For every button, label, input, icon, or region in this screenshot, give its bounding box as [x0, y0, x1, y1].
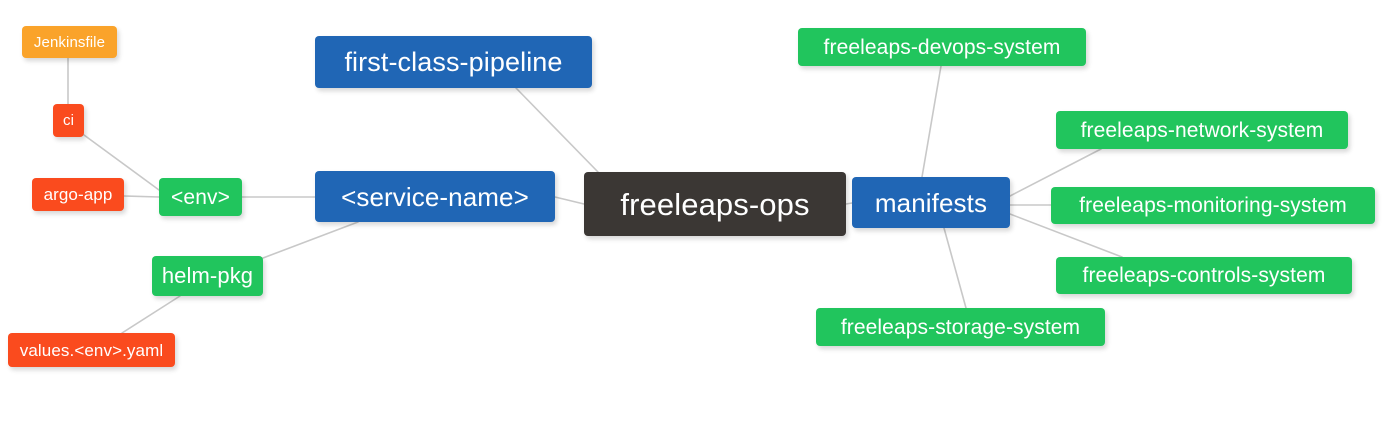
- node-service-name[interactable]: <service-name>: [315, 171, 555, 222]
- node-freeleaps-devops-system[interactable]: freeleaps-devops-system: [798, 28, 1086, 66]
- node-ci[interactable]: ci: [53, 104, 84, 137]
- edge-helm-pkg-to-values-yaml: [121, 295, 181, 334]
- edge-env-to-argo-app: [123, 195, 160, 198]
- node-freeleaps-network-system[interactable]: freeleaps-network-system: [1056, 111, 1348, 149]
- node-freeleaps-storage-system[interactable]: freeleaps-storage-system: [816, 308, 1105, 346]
- edge-manifests-to-freeleaps-storage-system: [943, 227, 967, 309]
- node-root[interactable]: freeleaps-ops: [584, 172, 846, 236]
- node-freeleaps-monitoring-system[interactable]: freeleaps-monitoring-system: [1051, 187, 1375, 224]
- node-manifests[interactable]: manifests: [852, 177, 1010, 228]
- node-helm-pkg[interactable]: helm-pkg: [152, 256, 263, 296]
- node-argo-app[interactable]: argo-app: [32, 178, 124, 211]
- node-env[interactable]: <env>: [159, 178, 242, 216]
- node-values-yaml[interactable]: values.<env>.yaml: [8, 333, 175, 367]
- node-first-class-pipeline[interactable]: first-class-pipeline: [315, 36, 592, 88]
- edge-root-to-service-name: [554, 196, 585, 205]
- node-freeleaps-controls-system[interactable]: freeleaps-controls-system: [1056, 257, 1352, 294]
- edge-root-to-first-class-pipeline: [515, 87, 599, 173]
- edge-service-name-to-helm-pkg: [262, 221, 359, 259]
- node-jenkinsfile[interactable]: Jenkinsfile: [22, 26, 117, 58]
- edge-manifests-to-freeleaps-devops-system: [921, 65, 942, 178]
